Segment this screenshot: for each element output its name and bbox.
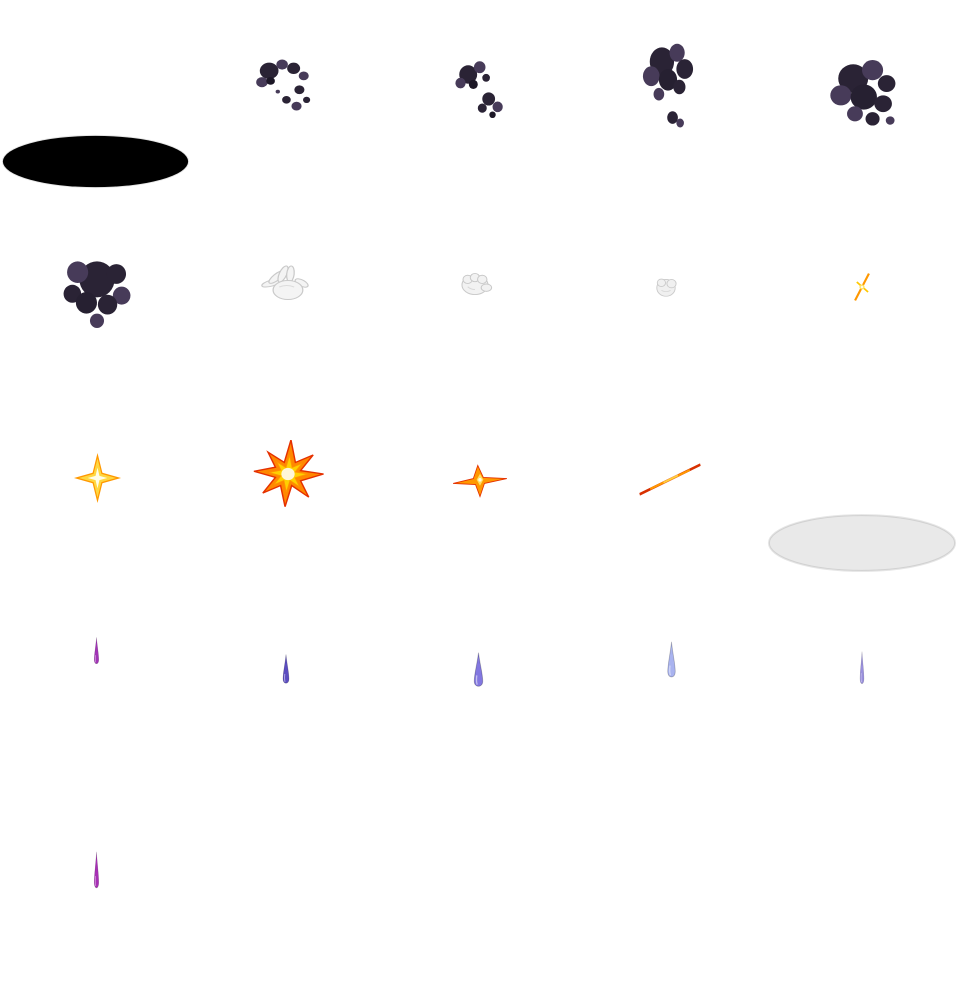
sprite-hand-fist-small xyxy=(643,266,689,308)
sprite-smoke-puff-dense xyxy=(53,247,141,337)
sprite-hand-open-graphic xyxy=(252,258,314,308)
sprite-smoke-puff-frame-3 xyxy=(630,42,706,132)
sprite-droplet-lavender xyxy=(470,651,487,693)
sprite-shadow-black-large-graphic xyxy=(0,133,191,190)
sprite-droplet-magenta-tall-graphic xyxy=(92,850,101,895)
sprite-shadow-gray-large-graphic xyxy=(766,512,958,574)
sprite-smoke-puff-frame-3-graphic xyxy=(630,42,706,132)
sprite-hand-fist-graphic xyxy=(450,261,502,307)
sprite-smoke-puff-frame-2 xyxy=(449,58,513,124)
sprite-sparkle-star-graphic xyxy=(73,452,122,504)
sprite-spark-horizontal-graphic xyxy=(452,463,508,499)
sprite-shadow-gray-large xyxy=(766,512,958,574)
sprite-sparkle-star xyxy=(73,452,122,504)
sprite-droplet-violet-graphic xyxy=(280,653,292,689)
sprite-smoke-puff-frame-2-graphic xyxy=(449,58,513,124)
sprite-droplet-magenta-small xyxy=(92,636,101,669)
sprite-droplet-magenta-small-graphic xyxy=(92,636,101,669)
sprite-droplet-periwinkle-graphic xyxy=(664,640,679,684)
sprite-spark-small-graphic xyxy=(849,266,875,308)
sprite-smoke-puff-frame-1 xyxy=(249,57,321,120)
sprite-smoke-puff-frame-1-graphic xyxy=(249,57,321,120)
sprite-droplet-lavender-graphic xyxy=(470,651,487,693)
sprite-droplet-pale-thin-graphic xyxy=(858,650,866,690)
sprite-droplet-periwinkle xyxy=(664,640,679,684)
sprite-explosion-burst-graphic xyxy=(251,440,325,508)
sprite-spark-horizontal xyxy=(452,463,508,499)
sprite-shadow-black-large xyxy=(0,133,191,190)
sprite-explosion-burst xyxy=(251,440,325,508)
sprite-speed-streak xyxy=(637,461,703,497)
sprite-hand-fist-small-graphic xyxy=(643,266,689,308)
sprite-smoke-puff-frame-4 xyxy=(818,55,906,139)
sprite-spark-small xyxy=(849,266,875,308)
sprite-droplet-violet xyxy=(280,653,292,689)
sprite-droplet-magenta-tall xyxy=(92,850,101,895)
sprite-smoke-puff-dense-graphic xyxy=(53,247,141,337)
sprite-speed-streak-graphic xyxy=(637,461,703,497)
sprite-hand-fist xyxy=(450,261,502,307)
sprite-droplet-pale-thin xyxy=(858,650,866,690)
sprite-hand-open xyxy=(252,258,314,308)
sprite-smoke-puff-frame-4-graphic xyxy=(818,55,906,139)
